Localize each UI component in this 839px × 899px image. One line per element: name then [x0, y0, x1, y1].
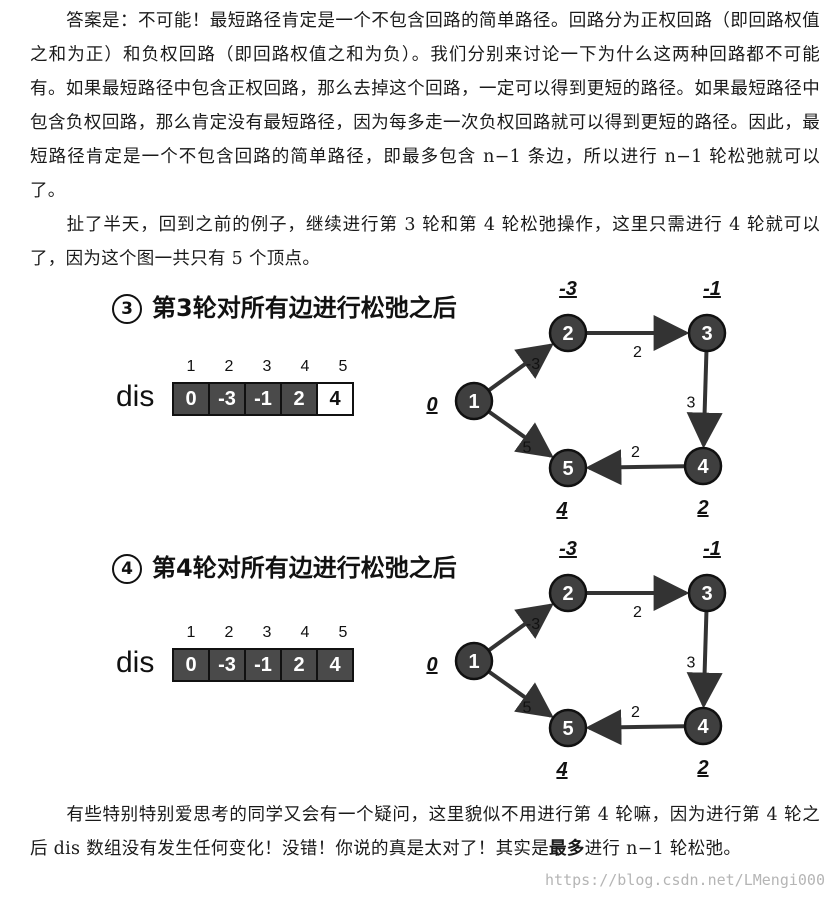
- edge-weight-label: 2: [631, 704, 640, 721]
- dis-index: 2: [224, 624, 234, 641]
- step-4-number-badge: 4: [112, 554, 142, 584]
- paragraph-question-bold: 最多: [549, 839, 585, 859]
- step-4-title: 4 第4轮对所有边进行松弛之后: [112, 548, 457, 584]
- node-3-circle: [687, 573, 727, 613]
- edge-3-4: [686, 610, 723, 709]
- dis-cell: 0: [174, 650, 208, 680]
- dis-cell: 2: [282, 650, 316, 680]
- node-3-circle: [687, 313, 727, 353]
- watermark-url: https://blog.csdn.net/LMengi000: [545, 871, 825, 889]
- node-2-circle: [548, 573, 588, 613]
- edge-weight-label: 2: [633, 344, 642, 361]
- node-3-distance: -1: [703, 538, 721, 560]
- node-4-label: 4: [697, 716, 709, 738]
- node-4-circle: [683, 706, 723, 746]
- node-2-distance: -3: [559, 278, 577, 300]
- dis-index: 2: [224, 358, 234, 375]
- edge-1-5: [487, 409, 554, 458]
- edge-4-5: [585, 449, 686, 486]
- edge-weight-label: 3: [687, 655, 696, 672]
- edge-1-5: [487, 669, 554, 718]
- node-5-label: 5: [562, 718, 573, 740]
- dis-index: 1: [186, 624, 196, 641]
- paragraph-explanation-text: 答案是：不可能！最短路径肯定是一个不包含回路的简单路径。回路分为正权回路（即回路…: [30, 11, 820, 201]
- step-3-title: 3 第3轮对所有边进行松弛之后: [112, 288, 457, 324]
- step-3-title-text: 第3轮对所有边进行松弛之后: [152, 294, 457, 322]
- edge-1-2: [487, 343, 554, 393]
- edge-weight-label: 2: [631, 444, 640, 461]
- step-3-number-badge: 3: [112, 294, 142, 324]
- paragraph-question: 有些特别特别爱思考的同学又会有一个疑问，这里貌似不用进行第 4 轮嘛，因为进行第…: [30, 798, 820, 866]
- dis-index: 4: [300, 358, 310, 375]
- node-5-distance: 4: [555, 759, 567, 781]
- dis-index: 1: [186, 358, 196, 375]
- edge-1-2: [487, 603, 554, 653]
- dis-cell: 4: [318, 384, 352, 414]
- paragraph-continue-text: 扯了半天，回到之前的例子，继续进行第 3 轮和第 4 轮松弛操作，这里只需进行 …: [30, 215, 820, 269]
- node-2-distance: -3: [559, 538, 577, 560]
- node-5-circle: [548, 708, 588, 748]
- edge-weight-label: 2: [633, 604, 642, 621]
- dis-cell: -1: [246, 650, 280, 680]
- dis-cell: 2: [282, 384, 316, 414]
- edge-4-5: [585, 709, 686, 746]
- node-1-label: 1: [468, 651, 479, 673]
- node-1-circle: [454, 381, 494, 421]
- paragraph-question-text-b: 进行 n−1 轮松弛。: [584, 839, 742, 859]
- dis-label: dis: [116, 380, 155, 413]
- edge-weight-label: -3: [526, 356, 540, 373]
- edge-weight-label: 3: [687, 395, 696, 412]
- dis-index: 3: [262, 624, 272, 641]
- dis-cell: -3: [210, 650, 244, 680]
- node-4-distance: 2: [696, 497, 708, 519]
- node-1-circle: [454, 641, 494, 681]
- node-3-label: 3: [701, 583, 712, 605]
- graph-diagram: -3 2 3 2 5 1 0 2 -3 3 -1 4 2 5 4: [426, 278, 727, 521]
- paragraph-question-text-a: 有些特别特别爱思考的同学又会有一个疑问，这里貌似不用进行第 4 轮嘛，因为进行第…: [30, 805, 820, 859]
- node-4-distance: 2: [696, 757, 708, 779]
- dis-index: 3: [262, 358, 272, 375]
- node-1-label: 1: [468, 391, 479, 413]
- node-1-distance: 0: [426, 394, 437, 416]
- dis-index-row: 1 2 3 4 5: [172, 358, 362, 376]
- edge-3-4: [686, 350, 723, 449]
- edge-weight-label: -3: [526, 616, 540, 633]
- node-3-distance: -1: [703, 278, 721, 300]
- node-2-label: 2: [562, 323, 573, 345]
- paragraph-explanation: 答案是：不可能！最短路径肯定是一个不包含回路的简单路径。回路分为正权回路（即回路…: [30, 4, 820, 208]
- dis-cell: -1: [246, 384, 280, 414]
- node-1-distance: 0: [426, 654, 437, 676]
- dis-index: 5: [338, 358, 348, 375]
- edge-weight-label: 5: [523, 700, 532, 717]
- dis-index: 5: [338, 624, 348, 641]
- dis-index: 4: [300, 624, 310, 641]
- node-5-label: 5: [562, 458, 573, 480]
- node-2-label: 2: [562, 583, 573, 605]
- node-3-label: 3: [701, 323, 712, 345]
- node-5-circle: [548, 448, 588, 488]
- dis-index-row: 1 2 3 4 5: [172, 624, 362, 642]
- dis-label: dis: [116, 646, 155, 679]
- node-2-circle: [548, 313, 588, 353]
- step-4-title-text: 第4轮对所有边进行松弛之后: [152, 554, 457, 582]
- node-4-label: 4: [697, 456, 709, 478]
- node-5-distance: 4: [555, 499, 567, 521]
- node-4-circle: [683, 446, 723, 486]
- dis-cell: -3: [210, 384, 244, 414]
- dis-cell: 0: [174, 384, 208, 414]
- graph-diagram: -3 2 3 2 5 1 0 2 -3 3 -1 4 2 5 4: [426, 538, 727, 781]
- dis-cell: 4: [318, 650, 352, 680]
- paragraph-continue: 扯了半天，回到之前的例子，继续进行第 3 轮和第 4 轮松弛操作，这里只需进行 …: [30, 208, 820, 276]
- edge-weight-label: 5: [523, 440, 532, 457]
